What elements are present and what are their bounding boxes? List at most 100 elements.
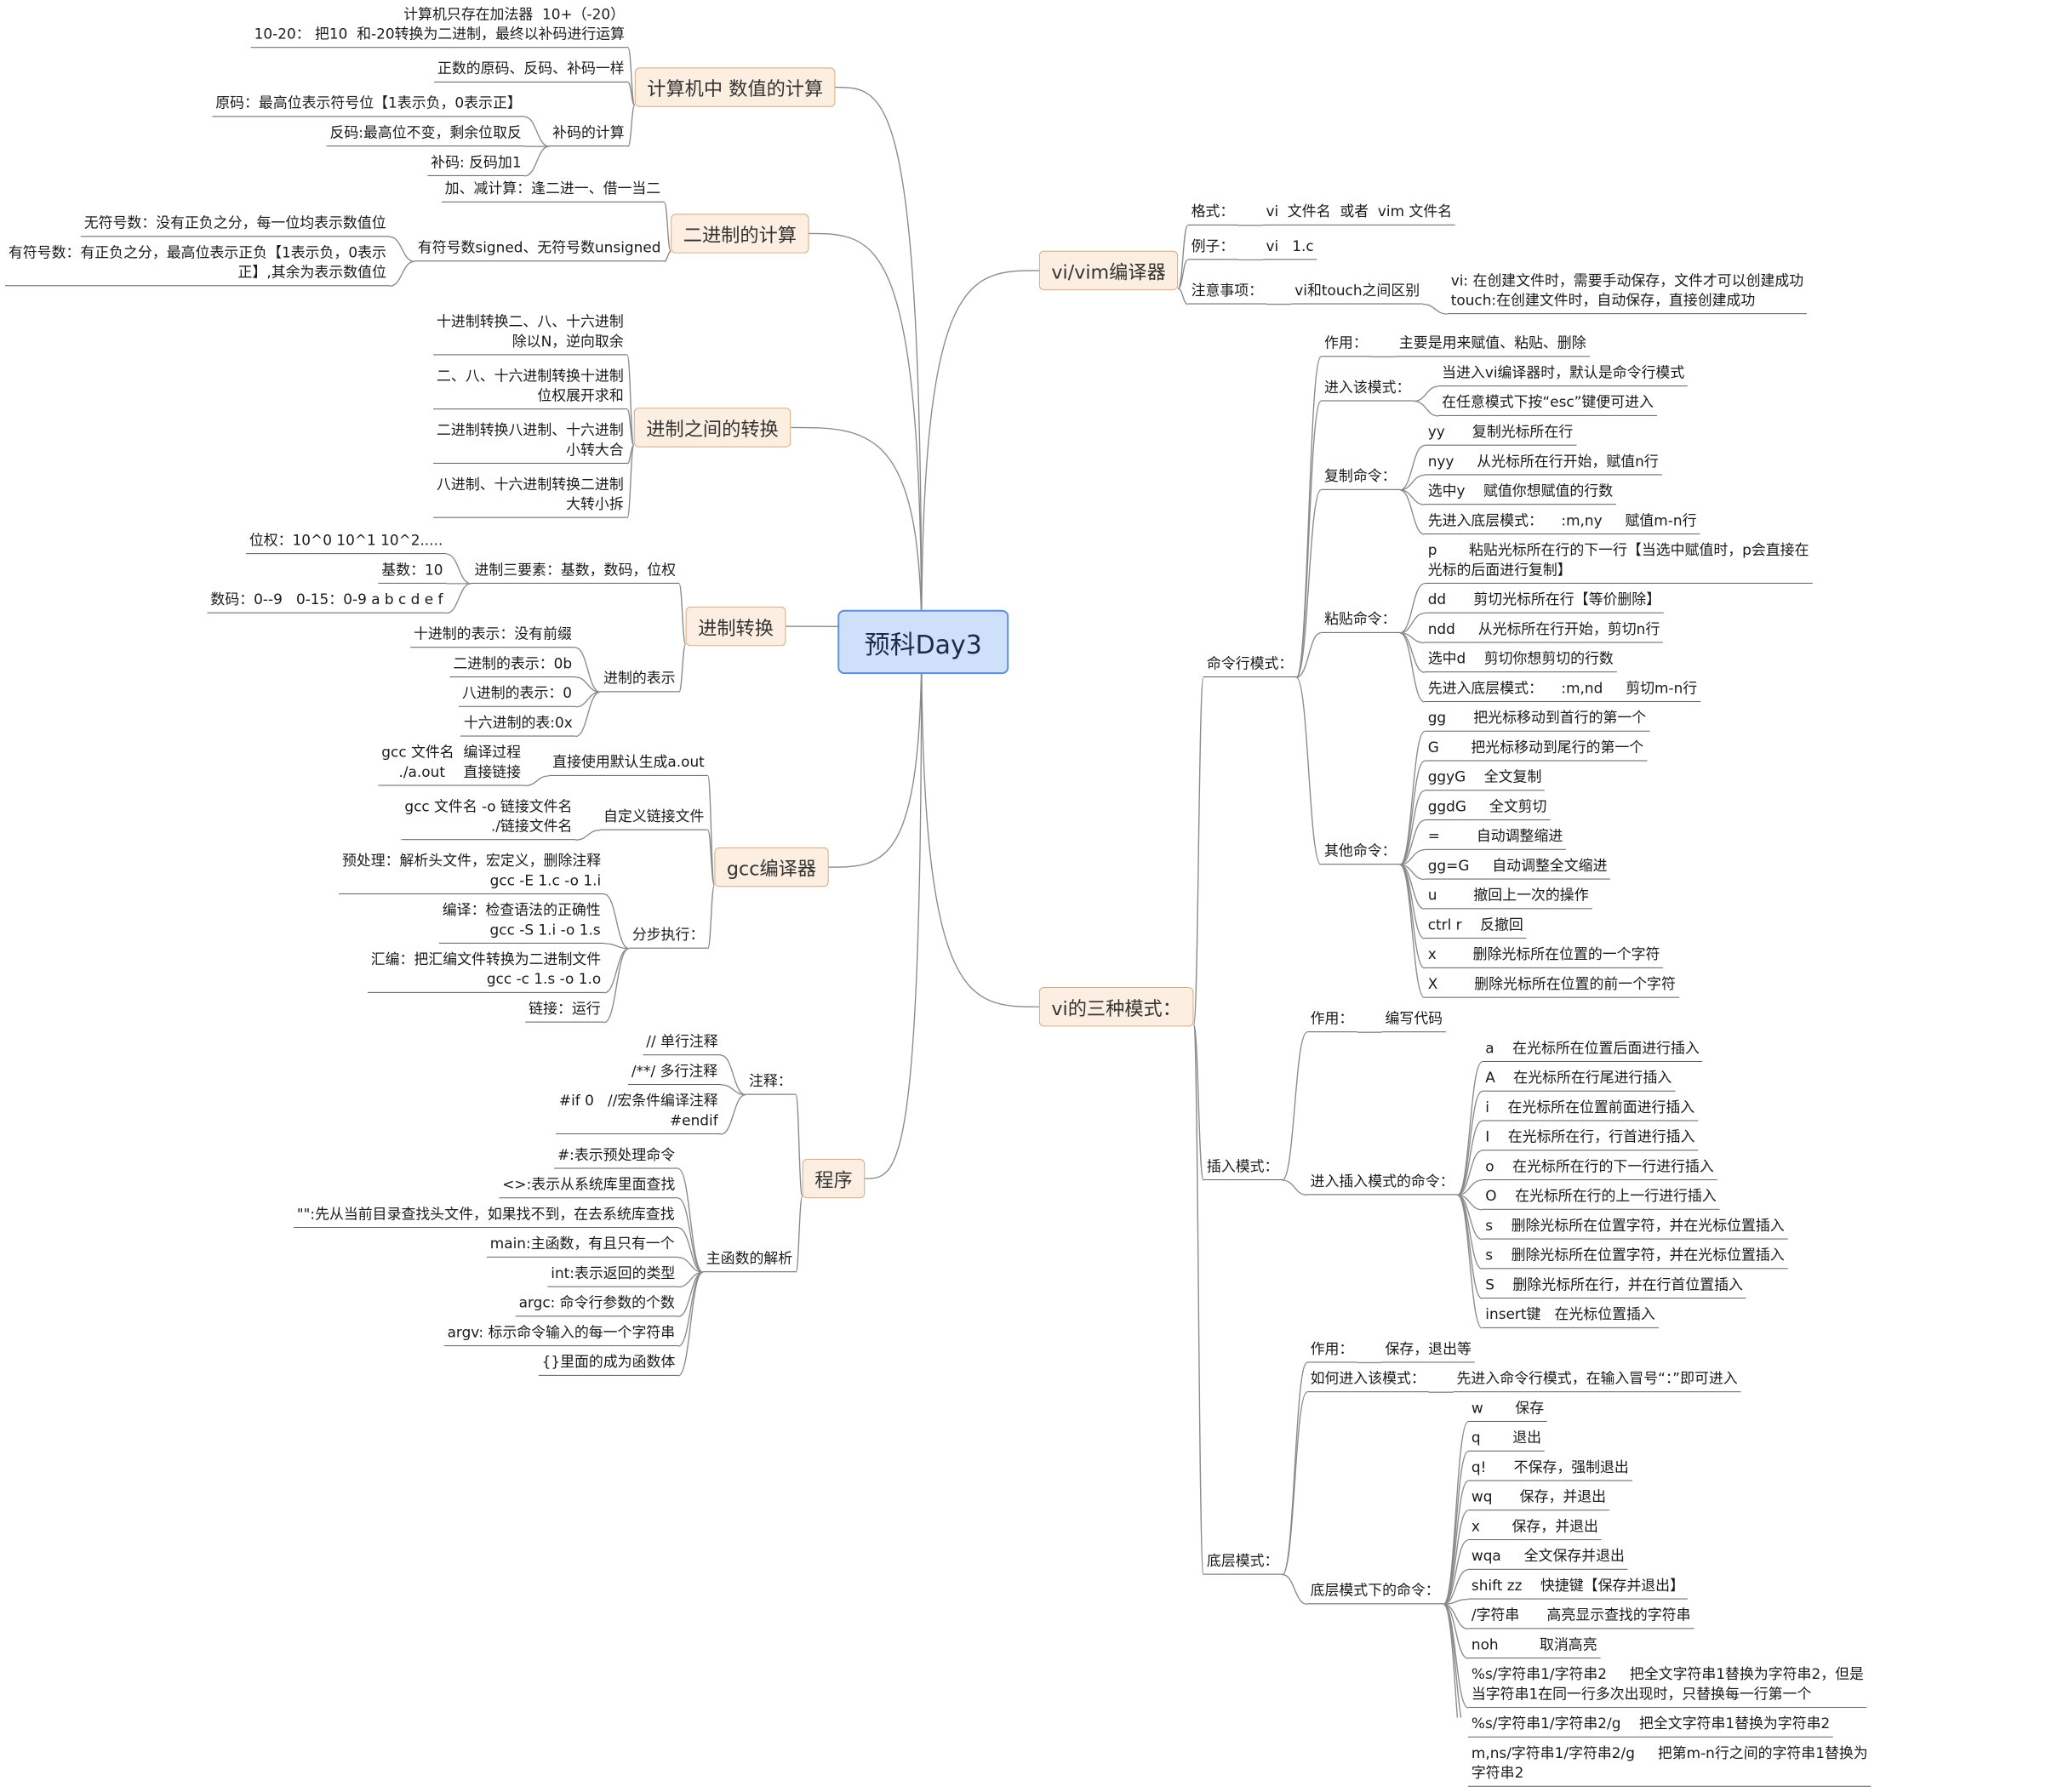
leaf-item: 作用： [1306,1339,1357,1363]
leaf-item: i 在光标所在位置前面进行插入 [1482,1098,1699,1121]
leaf-item: = 自动调整缩进 [1424,827,1567,850]
leaf-item: 如何进入该模式： [1306,1369,1429,1393]
connector [1399,444,1426,491]
leaf-item: <>:表示从系统库里面查找 [499,1175,679,1199]
branch-item: 二、八、十六进制转换十进制 位权展开求和 [433,367,627,410]
leaf-item: 主要是用来赋值、粘贴、删除 [1396,334,1590,357]
main-connector [865,640,923,1179]
leaf-item: int:表示返回的类型 [547,1264,679,1287]
branch-item: 十进制转换二、八、十六进制 除以N，逆向取余 [433,312,627,356]
leaf-item: dd 剪切光标所在行【等价删除】 [1424,591,1664,614]
leaf-item: 作用： [1321,334,1371,357]
main-connector [809,232,923,641]
leaf-item: gcc 文件名 编译过程 ./a.out 直接链接 [378,743,524,786]
connector [1457,1150,1483,1196]
leaf-item: s 删除光标所在位置字符，并在光标位置插入 [1482,1217,1788,1240]
leaf-item: // 单行注释 [643,1032,722,1056]
connector [1399,849,1425,865]
main-topic: 进制之间的转换 [633,408,791,448]
branch-item: 主函数的解析 [702,1249,797,1273]
branch-item: 补码的计算 [549,123,628,147]
leaf-item: S 删除光标所在行，并在行首位置插入 [1482,1276,1746,1299]
branch-item: 八进制、十六进制转换二进制 大转小拆 [433,475,627,518]
leaf-item: 先进入命令行模式，在输入冒号“：”即可进入 [1453,1369,1741,1393]
leaf-item: vi和touch之间区别 [1291,281,1423,305]
connector [1457,1179,1483,1196]
connector-lines [389,47,1483,1718]
connector [1295,489,1322,678]
connector [1177,225,1189,289]
leaf-item: ctrl r 反撤回 [1424,916,1527,939]
branch-item: 底层模式： [1203,1552,1283,1575]
leaf-item: #:表示预处理命令 [554,1145,679,1169]
leaf-item: 保存，退出等 [1381,1339,1475,1363]
branch-item: 进制的表示 [600,669,679,693]
leaf-item: G 把光标移动到尾行的第一个 [1424,738,1648,762]
connector [1295,632,1322,678]
branch-item: 自定义链接文件 [600,808,708,830]
connector [1295,356,1322,678]
connector [1192,1024,1204,1576]
connector [678,583,687,646]
connector [1456,1061,1483,1196]
leaf-item: I 在光标所在行，行首进行插入 [1482,1127,1699,1151]
connector [1399,790,1426,865]
connector [1399,760,1426,865]
connector [677,1257,703,1273]
leaf-item: 先进入底层模式： :m,nd 剪切m-n行 [1424,679,1701,703]
connector [1414,385,1439,402]
connector [795,1093,803,1198]
leaf-item: 八进制的表示：0 [459,684,575,707]
connector [1192,676,1204,1026]
connector [1422,303,1448,315]
connector [707,829,716,886]
leaf-item: 当进入vi编译器时，默认是命令行模式 [1438,363,1689,387]
connector [1443,1603,1469,1659]
connector [627,82,636,106]
main-topic: 二进制的计算 [671,214,809,254]
leaf-item: {}里面的成为函数体 [538,1353,679,1376]
connector [575,691,601,738]
connector [663,202,671,253]
branch-item: 插入模式： [1203,1157,1283,1181]
connector [1399,864,1426,969]
leaf-item: vi: 在创建文件时，需要手动保存，文件才可以创建成功 touch:在创建文件时… [1447,271,1808,315]
leaf-item: 二进制的表示：0b [449,654,575,678]
connector [707,884,716,950]
leaf-item: 底层模式下的命令： [1306,1581,1443,1605]
connector [1192,1024,1204,1181]
connector [1399,474,1425,491]
leaf-item: q 退出 [1468,1429,1545,1452]
main-topic: 计算机中 数值的计算 [634,67,836,107]
connector [603,947,630,1024]
connector [1177,288,1188,305]
leaf-item: %s/字符串1/字符串2 把全文字符串1替换为字符串2，但是 当字符串1在同一行… [1468,1665,1867,1709]
leaf-item: 在任意模式下按“esc”键便可进入 [1438,393,1657,417]
connector [1282,1361,1308,1576]
connector [1457,1194,1483,1299]
branch-item: 直接使用默认生成a.out [549,753,708,777]
connector [1414,400,1439,417]
leaf-item: gg=G 自动调整全文缩进 [1424,857,1611,880]
leaf-item: m,ns/字符串1/字符串2/g 把第m-n行之间的字符串1替换为 字符串2 [1468,1744,1872,1787]
branch-item: 格式： [1187,203,1238,225]
leaf-item: "":先从当前目录查找头文件，如果找不到，在去系统库查找 [293,1205,678,1229]
leaf-item: X 删除光标所在位置的前一个字符 [1424,975,1679,998]
main-connector [921,640,1039,1007]
connector [1443,1603,1459,1718]
connector [524,116,550,147]
leaf-item: nyy 从光标所在行开始，赋值n行 [1424,452,1662,476]
leaf-item: O 在光标所在行的上一行进行插入 [1482,1187,1720,1210]
leaf-item: a 在光标所在位置后面进行插入 [1482,1039,1703,1063]
leaf-item: 基数：10 [378,561,447,585]
connector [575,676,601,693]
branch-item: 有符号数signed、无符号数unsigned [414,238,665,262]
connector [1399,731,1426,865]
connector [1399,632,1426,703]
leaf-item: 补码: 反码加1 [427,153,525,177]
connector [1282,1573,1307,1606]
connector [1295,676,1322,865]
connector [1457,1120,1483,1196]
leaf-item: /字符串 高亮显示查找的字符串 [1468,1606,1694,1629]
leaf-item: 选中y 赋值你想赋值的行数 [1424,482,1616,505]
